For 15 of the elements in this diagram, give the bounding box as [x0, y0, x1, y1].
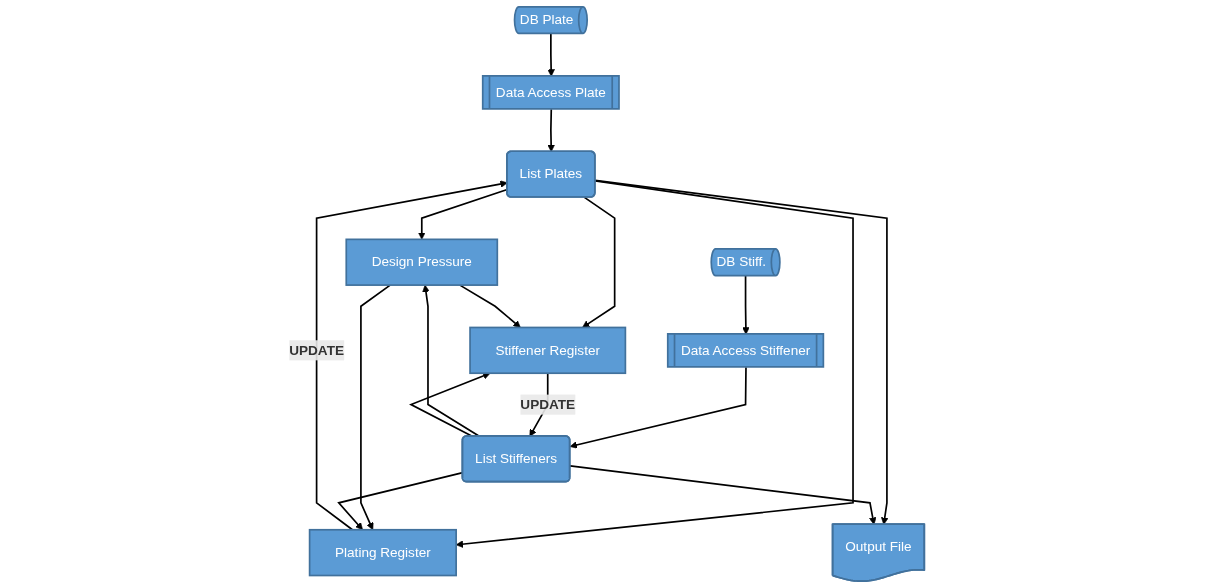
arrow: [456, 180, 855, 548]
arrow: [459, 284, 521, 328]
arrow: [360, 284, 392, 531]
edge-label: UPDATE: [289, 342, 345, 358]
node-box: Stiffener Register: [469, 326, 627, 375]
arrow: [569, 465, 877, 525]
arrow: [547, 108, 556, 152]
node-text: DB Plate: [520, 12, 574, 27]
arrow: [315, 180, 508, 531]
arrow: [582, 196, 616, 328]
arrow: [570, 366, 748, 449]
node-text: DB Stiff.: [716, 254, 767, 270]
edge-label: UPDATE: [520, 396, 576, 412]
node-box: Plating Register: [309, 528, 458, 577]
node-box: Design Pressure: [345, 238, 499, 286]
